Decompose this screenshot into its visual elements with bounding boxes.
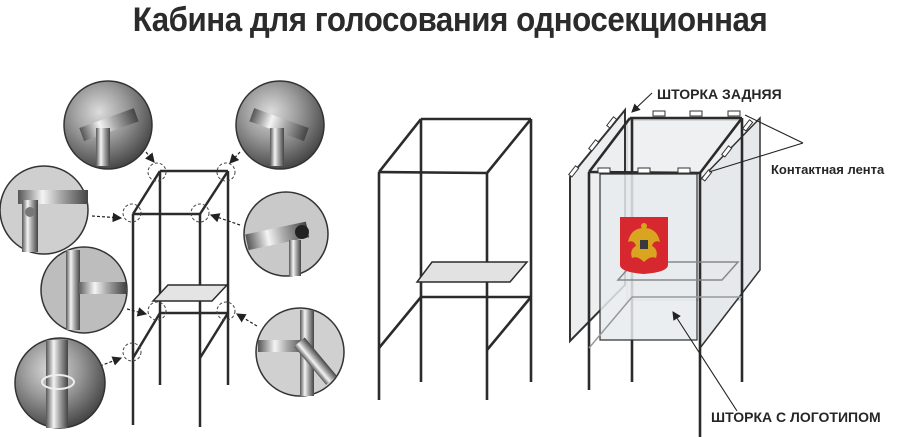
contact-tape-label: Контактная лента xyxy=(771,162,885,177)
page-title: Кабина для голосования односекционная xyxy=(132,1,768,39)
assembled-booth xyxy=(568,107,761,437)
contact-tape-tabs xyxy=(568,110,754,182)
frame-with-details xyxy=(131,169,230,427)
detail-shelf-right-joint xyxy=(255,307,345,397)
detail-mid-right-joint xyxy=(243,191,329,277)
detail-top-left-joint xyxy=(63,80,153,170)
bare-frame xyxy=(377,117,533,400)
callout-lines xyxy=(631,92,804,412)
joint-markers xyxy=(122,162,236,362)
detail-shelf-left-joint xyxy=(40,246,128,334)
russian-coat-of-arms-icon xyxy=(620,217,668,274)
back-curtain-label: ШТОРКА ЗАДНЯЯ xyxy=(657,86,782,102)
joint-detail-photos xyxy=(0,80,345,429)
detail-mid-left-joint xyxy=(0,165,89,255)
detail-bottom-left-joint xyxy=(14,337,106,429)
detail-top-right-joint xyxy=(235,80,325,170)
shelf xyxy=(151,284,229,302)
logo-curtain-label: ШТОРКА С ЛОГОТИПОМ xyxy=(711,409,881,425)
bare-shelf xyxy=(415,261,529,283)
